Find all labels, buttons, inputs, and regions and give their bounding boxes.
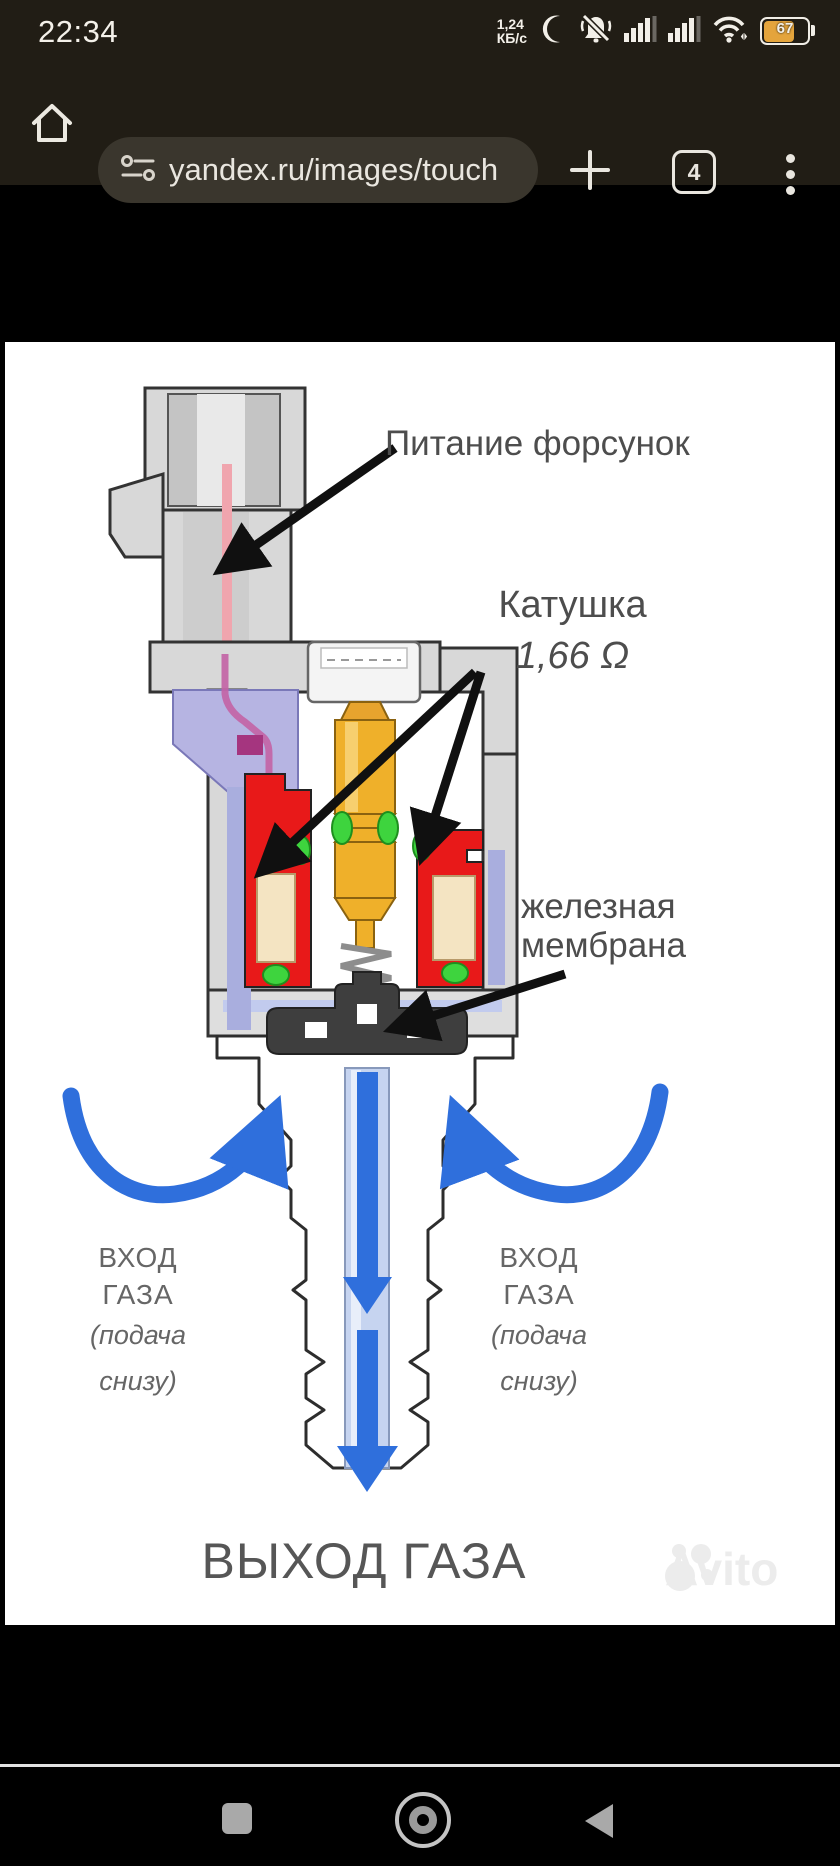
browser-toolbar: yandex.ru/images/touch 4: [0, 62, 840, 203]
label-gas-inlet-right: ГАЗА: [503, 1279, 575, 1310]
browser-chrome: 22:34 1,24 КБ/с: [0, 0, 840, 203]
back-triangle-icon[interactable]: [585, 1804, 613, 1838]
annotation-arrows: [212, 444, 567, 1042]
avito-logo-icon: [665, 1544, 713, 1591]
label-coil: Катушка: [498, 584, 647, 626]
coil-right: [416, 829, 505, 988]
label-gas-inlet-left: ВХОД: [98, 1242, 178, 1273]
label-coil-resistance: 1,66 Ω: [515, 635, 630, 677]
label-gas-outlet: ВЫХОД ГАЗА: [201, 1533, 527, 1589]
battery-fill: [763, 20, 795, 42]
label-gas-inlet-left: (подача: [90, 1320, 186, 1350]
coil-left: [244, 773, 312, 988]
data-rate: 1,24 КБ/с: [496, 16, 527, 46]
status-icons: 1,24 КБ/с: [496, 0, 815, 62]
inlet-arrow-right: [439, 1083, 669, 1204]
home-circle-icon[interactable]: [395, 1792, 451, 1848]
gas-channel: [337, 1067, 398, 1492]
nav-divider: [0, 1764, 840, 1767]
label-gas-inlet-right: ВХОД: [499, 1242, 579, 1273]
signal-bars-icon: [624, 15, 657, 48]
label-membrane-line2: мембрана: [521, 926, 686, 965]
tab-switcher-button[interactable]: 4: [672, 150, 716, 194]
url-text: yandex.ru/images/touch: [169, 152, 499, 187]
label-gas-inlet-right: (подача: [491, 1320, 587, 1350]
avito-watermark: Avito: [665, 1542, 778, 1596]
moon-icon: [538, 13, 568, 50]
inlet-arrow-left: [62, 1087, 289, 1204]
battery-icon: 67: [760, 17, 815, 45]
connector-housing: [108, 386, 307, 652]
clock: 22:34: [38, 14, 119, 49]
signal-bars-icon: [668, 15, 701, 48]
label-gas-inlet-left: ГАЗА: [102, 1279, 174, 1310]
armature-rod: [291, 701, 432, 949]
site-settings-icon: [120, 152, 156, 189]
screw-cap: [306, 640, 422, 704]
overflow-menu-button[interactable]: [780, 148, 800, 200]
url-bar[interactable]: yandex.ru/images/touch: [98, 137, 538, 203]
image-viewer-photo[interactable]: Питание форсунок Катушка 1,66 Ω железная…: [5, 342, 835, 1625]
label-gas-inlet-left: снизу): [99, 1366, 177, 1396]
label-membrane-line1: железная: [521, 887, 676, 926]
recents-square-icon[interactable]: [222, 1803, 252, 1834]
status-bar: 22:34 1,24 КБ/с: [0, 0, 840, 62]
label-gas-inlet-right: снизу): [500, 1366, 578, 1396]
injector-diagram: [62, 386, 669, 1492]
new-tab-button[interactable]: [568, 148, 612, 192]
bell-slash-icon: [579, 13, 613, 50]
wifi-icon: [712, 14, 749, 49]
home-button[interactable]: [26, 98, 78, 150]
label-injector-power: Питание форсунок: [385, 424, 690, 463]
